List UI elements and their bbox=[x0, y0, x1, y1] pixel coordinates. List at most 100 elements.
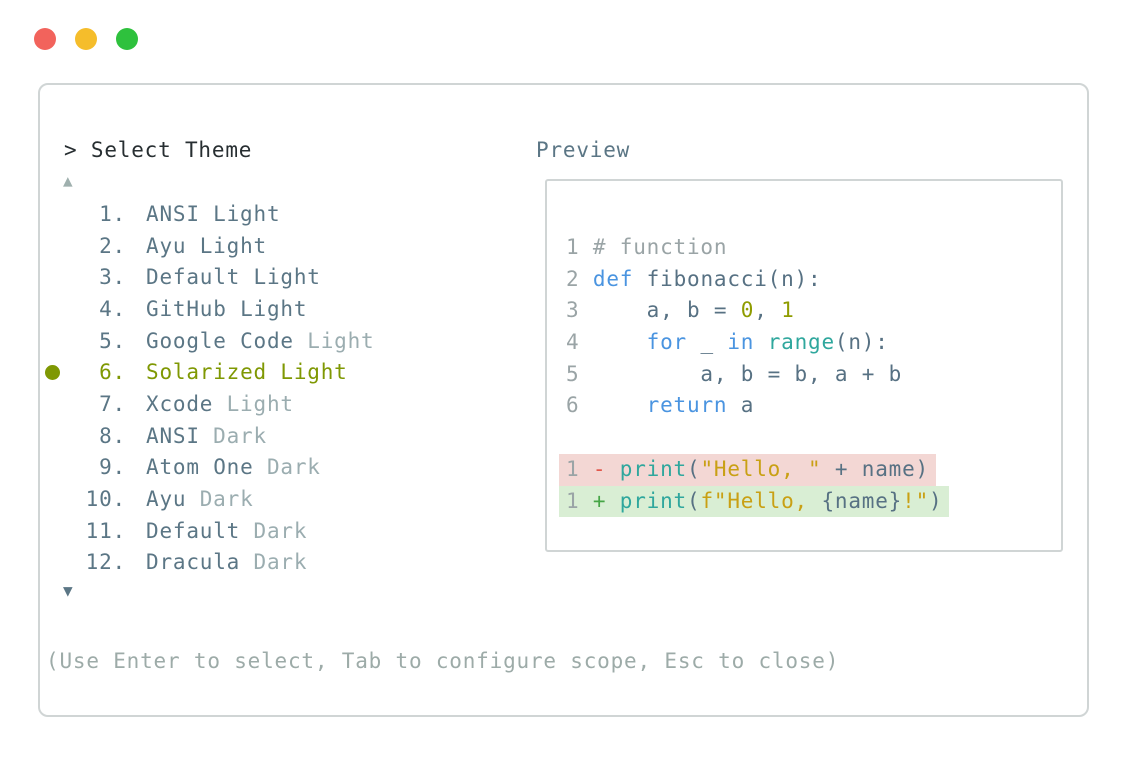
token-code: , bbox=[754, 298, 782, 323]
code-line: 5 a, b = b, a + b bbox=[566, 359, 902, 391]
token-code bbox=[754, 330, 767, 354]
token-num: 0 bbox=[740, 298, 755, 323]
maximize-button[interactable] bbox=[116, 28, 138, 50]
token-code: a, b = b, a + b bbox=[592, 361, 903, 386]
theme-variant: Dark bbox=[253, 550, 308, 575]
theme-name: Solarized bbox=[146, 360, 267, 385]
token-minus: - bbox=[592, 456, 620, 481]
item-number: 2. bbox=[99, 233, 126, 258]
item-number: 3. bbox=[99, 265, 126, 290]
token-comment: # function bbox=[592, 235, 728, 259]
token-code: ( bbox=[687, 456, 701, 481]
token-kw: for bbox=[646, 330, 688, 355]
token-ln: 6 bbox=[566, 393, 593, 418]
theme-variant: Light bbox=[213, 201, 281, 226]
token-code: fibonacci(n): bbox=[633, 266, 822, 291]
token-code bbox=[593, 330, 647, 354]
token-code bbox=[593, 393, 647, 417]
theme-name: GitHub bbox=[146, 296, 227, 321]
theme-variant: Light bbox=[240, 296, 308, 321]
item-number: 8. bbox=[99, 423, 126, 448]
token-ln: 2 bbox=[566, 266, 593, 291]
theme-variant: Light bbox=[253, 265, 321, 290]
theme-variant: Light bbox=[226, 391, 294, 416]
item-number: 1. bbox=[99, 201, 126, 226]
window-controls bbox=[34, 28, 138, 50]
theme-name: Dracula bbox=[146, 550, 241, 575]
token-code: (n): bbox=[834, 330, 889, 355]
picker-title: > Select Theme bbox=[64, 138, 253, 162]
help-text: (Use Enter to select, Tab to configure s… bbox=[46, 649, 840, 673]
token-fn: range bbox=[767, 330, 835, 355]
code-line: 3 a, b = 0, 1 bbox=[566, 295, 795, 327]
token-str: f"Hello, bbox=[700, 488, 822, 513]
token-code: _ bbox=[687, 330, 728, 355]
theme-variant: Light bbox=[280, 360, 348, 385]
close-button[interactable] bbox=[34, 28, 56, 50]
theme-list-item[interactable]: 8. ANSI Dark bbox=[40, 420, 520, 452]
diff-added-line: 1 + print(f"Hello, {name}!") bbox=[559, 485, 950, 518]
theme-variant: Dark bbox=[199, 487, 254, 512]
selected-item-bullet bbox=[40, 364, 64, 380]
token-ln: 3 bbox=[566, 298, 593, 323]
token-code: a bbox=[727, 393, 755, 418]
token-ln: 1 bbox=[566, 235, 593, 259]
token-str: "Hello, " bbox=[700, 456, 822, 481]
token-code: {name} bbox=[821, 488, 903, 513]
minimize-button[interactable] bbox=[75, 28, 97, 50]
theme-variant: Dark bbox=[266, 455, 321, 480]
token-code: a, b = bbox=[592, 298, 741, 323]
theme-list-item[interactable]: 12. Dracula Dark bbox=[40, 547, 520, 579]
token-code: + name) bbox=[821, 456, 929, 481]
scroll-up-indicator[interactable]: ▲ bbox=[63, 171, 73, 190]
code-line: 4 for _ in range(n): bbox=[566, 327, 889, 359]
theme-name: ANSI bbox=[146, 201, 200, 226]
item-number: 5. bbox=[99, 328, 126, 353]
theme-name: Ayu bbox=[146, 487, 187, 512]
token-plus: + bbox=[592, 488, 620, 513]
token-num: 1 bbox=[781, 298, 795, 323]
item-number: 10. bbox=[85, 487, 126, 512]
item-number: 4. bbox=[99, 296, 126, 321]
theme-list-item[interactable]: 7. Xcode Light bbox=[40, 388, 520, 420]
bullet-icon bbox=[44, 364, 60, 380]
token-code: ) bbox=[929, 488, 943, 513]
code-line: 6 return a bbox=[566, 390, 754, 422]
theme-variant: Dark bbox=[213, 423, 267, 448]
theme-list-item[interactable]: 3. Default Light bbox=[40, 261, 520, 293]
theme-name: Xcode bbox=[146, 391, 214, 416]
theme-variant: Light bbox=[199, 233, 267, 258]
code-line: 1 # function bbox=[566, 232, 727, 264]
token-kw: def bbox=[592, 266, 634, 291]
theme-list-item[interactable]: 6. Solarized Light bbox=[40, 356, 520, 388]
theme-name: Default bbox=[146, 518, 241, 543]
theme-name: Default bbox=[146, 265, 241, 290]
code-line: 2 def fibonacci(n): bbox=[566, 264, 821, 296]
item-number: 6. bbox=[99, 360, 126, 385]
theme-name: ANSI bbox=[146, 423, 200, 448]
scroll-down-indicator[interactable]: ▼ bbox=[63, 581, 73, 600]
item-number: 7. bbox=[99, 391, 126, 416]
token-ln: 5 bbox=[566, 361, 593, 386]
token-fn: print bbox=[619, 456, 687, 481]
theme-list-item[interactable]: 4. GitHub Light bbox=[40, 293, 520, 325]
item-number: 12. bbox=[85, 550, 126, 575]
token-str: !" bbox=[902, 488, 930, 513]
theme-name: Google Code bbox=[146, 328, 294, 353]
token-code: ( bbox=[687, 488, 701, 513]
theme-list-item[interactable]: 1. ANSI Light bbox=[40, 198, 520, 230]
token-ln: 4 bbox=[566, 330, 593, 355]
token-ln: 1 bbox=[566, 488, 593, 513]
token-ln: 1 bbox=[566, 456, 593, 481]
item-number: 9. bbox=[99, 455, 126, 480]
theme-list-item[interactable]: 10. Ayu Dark bbox=[40, 483, 520, 515]
